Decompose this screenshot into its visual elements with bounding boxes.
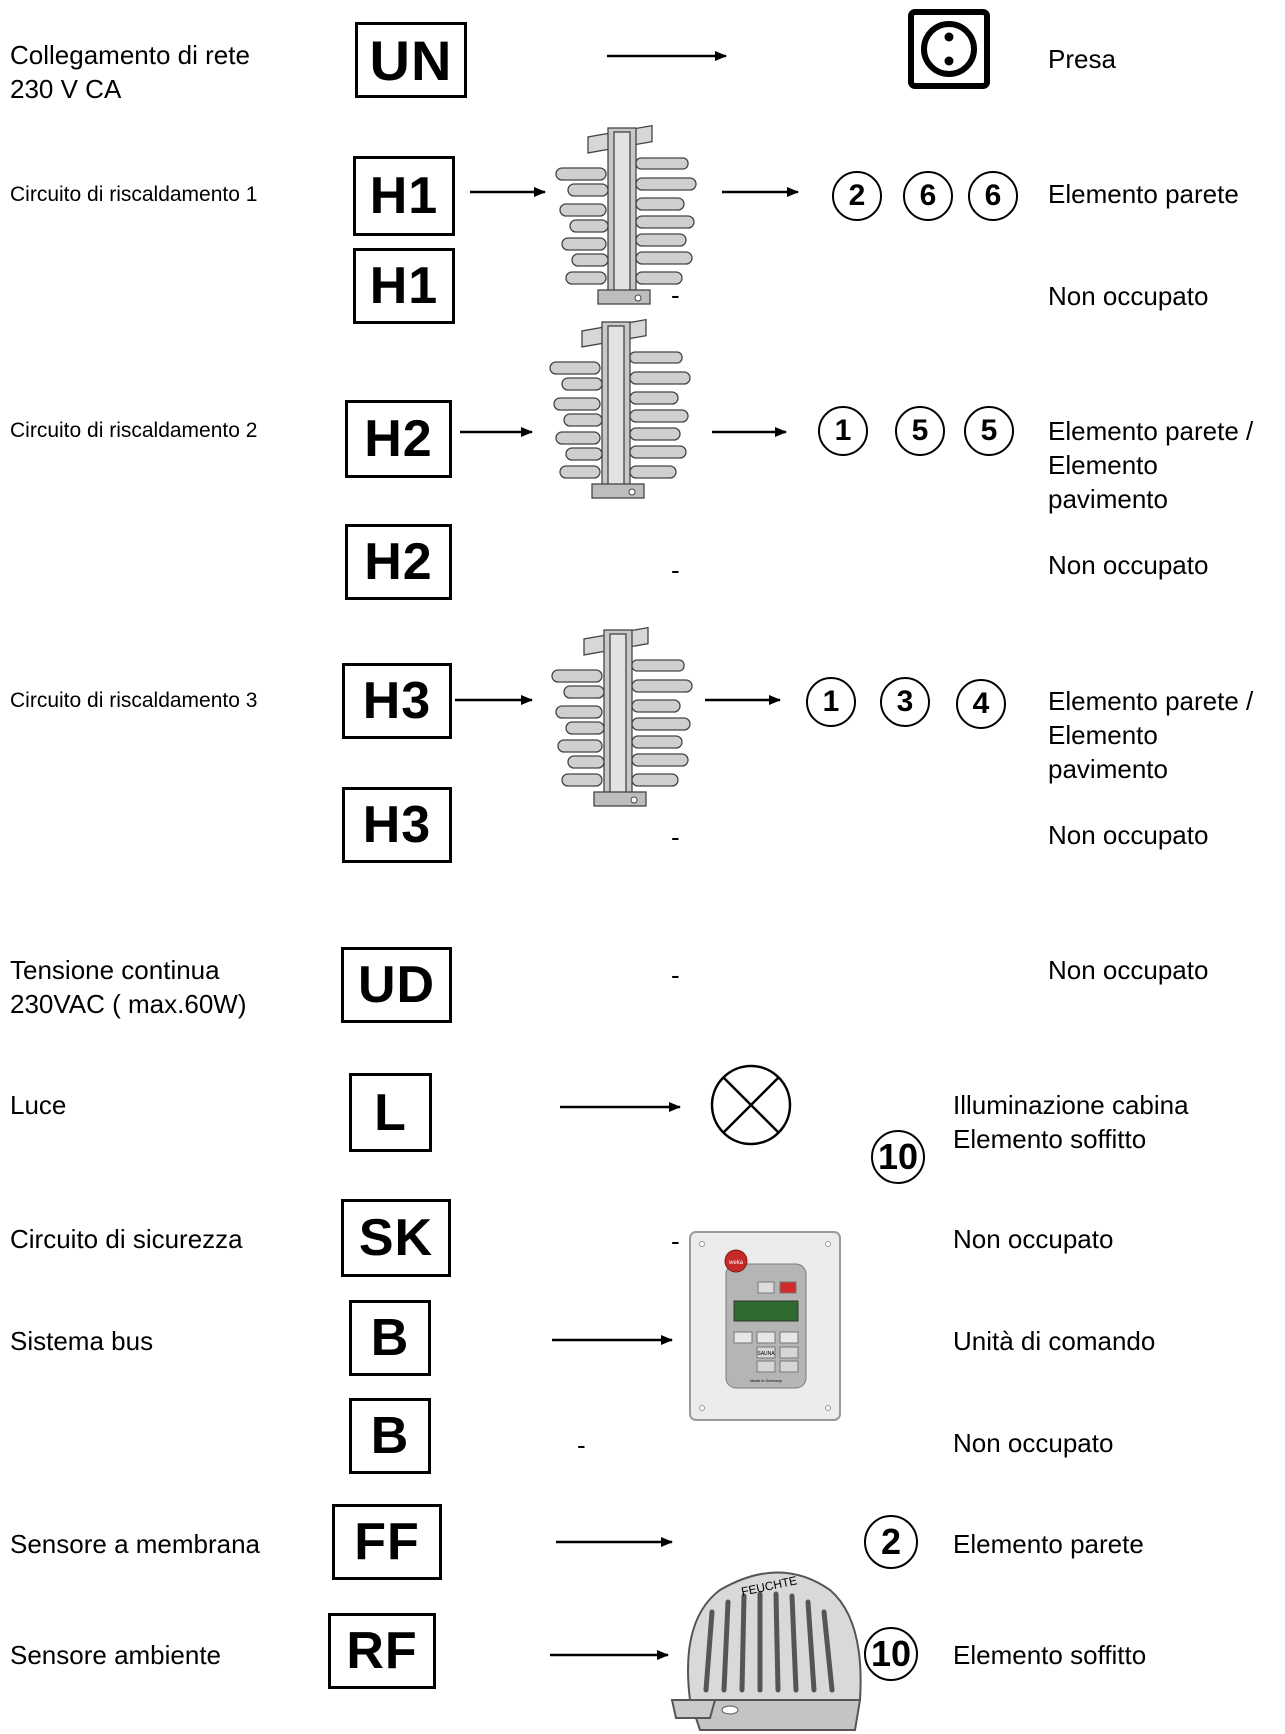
label-safety-circuit: Circuito di sicurezza — [10, 1224, 243, 1254]
label-h3b-target: Non occupato — [1048, 820, 1209, 850]
label-membrane-sensor: Sensore a membrana — [10, 1529, 261, 1559]
dash-sk: - — [671, 1226, 680, 1256]
dash-h3b: - — [671, 822, 680, 852]
element-number: 6 — [968, 171, 1018, 221]
terminal-h3-a: H3 — [342, 663, 452, 739]
dash-ud: - — [671, 960, 680, 990]
label-h1b-target: Non occupato — [1048, 281, 1209, 311]
terminal-b-2: B — [349, 1398, 431, 1474]
terminal-h2-b: H2 — [345, 524, 452, 600]
label-bus-system: Sistema bus — [10, 1326, 154, 1356]
label-heating-circuit-2: Circuito di riscaldamento 2 — [10, 419, 258, 442]
terminal-sk: SK — [341, 1199, 451, 1277]
label-heating-circuit-1: Circuito di riscaldamento 1 — [10, 183, 258, 206]
terminal-l: L — [349, 1073, 432, 1152]
label-h2b-target: Non occupato — [1048, 550, 1209, 580]
dash-b2: - — [577, 1430, 586, 1460]
socket-icon — [908, 9, 990, 89]
terminal-block-icon — [549, 319, 691, 499]
lamp-icon — [710, 1064, 792, 1146]
terminal-rf: RF — [328, 1613, 436, 1689]
terminal-h1-a: H1 — [353, 156, 455, 236]
label-room-sensor: Sensore ambiente — [10, 1640, 222, 1670]
label-sk-target: Non occupato — [953, 1224, 1114, 1254]
terminal-ff: FF — [332, 1504, 442, 1580]
svg-text:Made in Germany: Made in Germany — [750, 1378, 782, 1383]
element-number: 5 — [895, 406, 945, 456]
label-b1-target: Unità di comando — [953, 1326, 1156, 1356]
element-number: 1 — [806, 677, 856, 727]
label-mains: Collegamento di rete 230 V CA — [10, 40, 250, 104]
label-light: Luce — [10, 1090, 67, 1120]
label-ff-target: Elemento parete — [953, 1529, 1144, 1559]
label-heating-circuit-3: Circuito di riscaldamento 3 — [10, 689, 258, 712]
terminal-h3-b: H3 — [342, 787, 452, 863]
element-number: 5 — [964, 406, 1014, 456]
terminal-h2-a: H2 — [345, 400, 452, 478]
control-unit-icon: weka SAUNA Made in Germany — [689, 1231, 841, 1421]
element-number: 4 — [956, 679, 1006, 729]
element-number: 10 — [871, 1130, 925, 1184]
terminal-b-1: B — [349, 1300, 431, 1376]
element-number: 10 — [864, 1627, 918, 1681]
element-number: 6 — [903, 171, 953, 221]
label-l-target: Illuminazione cabina Elemento soffitto — [953, 1090, 1189, 1154]
terminal-block-icon — [555, 125, 697, 305]
label-socket: Presa — [1048, 44, 1116, 74]
terminal-ud: UD — [341, 947, 452, 1023]
terminal-block-icon — [551, 627, 693, 807]
svg-text:SAUNA: SAUNA — [757, 1351, 775, 1357]
label-ud-target: Non occupato — [1048, 955, 1209, 985]
element-number: 2 — [832, 171, 882, 221]
svg-text:weka: weka — [728, 1260, 744, 1266]
label-b2-target: Non occupato — [953, 1428, 1114, 1458]
humidity-sensor-icon: FEUCHTE — [670, 1571, 862, 1731]
dash-h1b: - — [671, 280, 680, 310]
label-dc-voltage: Tensione continua 230VAC ( max.60W) — [10, 955, 247, 1019]
label-h2a-target: Elemento parete / Elemento pavimento — [1048, 416, 1254, 514]
label-rf-target: Elemento soffitto — [953, 1640, 1147, 1670]
label-h3a-target: Elemento parete / Elemento pavimento — [1048, 686, 1254, 784]
element-number: 3 — [880, 677, 930, 727]
label-h1a-target: Elemento parete — [1048, 179, 1239, 209]
element-number: 2 — [864, 1515, 918, 1569]
terminal-h1-b: H1 — [353, 248, 455, 324]
element-number: 1 — [818, 406, 868, 456]
terminal-un: UN — [355, 22, 467, 98]
dash-h2b: - — [671, 555, 680, 585]
